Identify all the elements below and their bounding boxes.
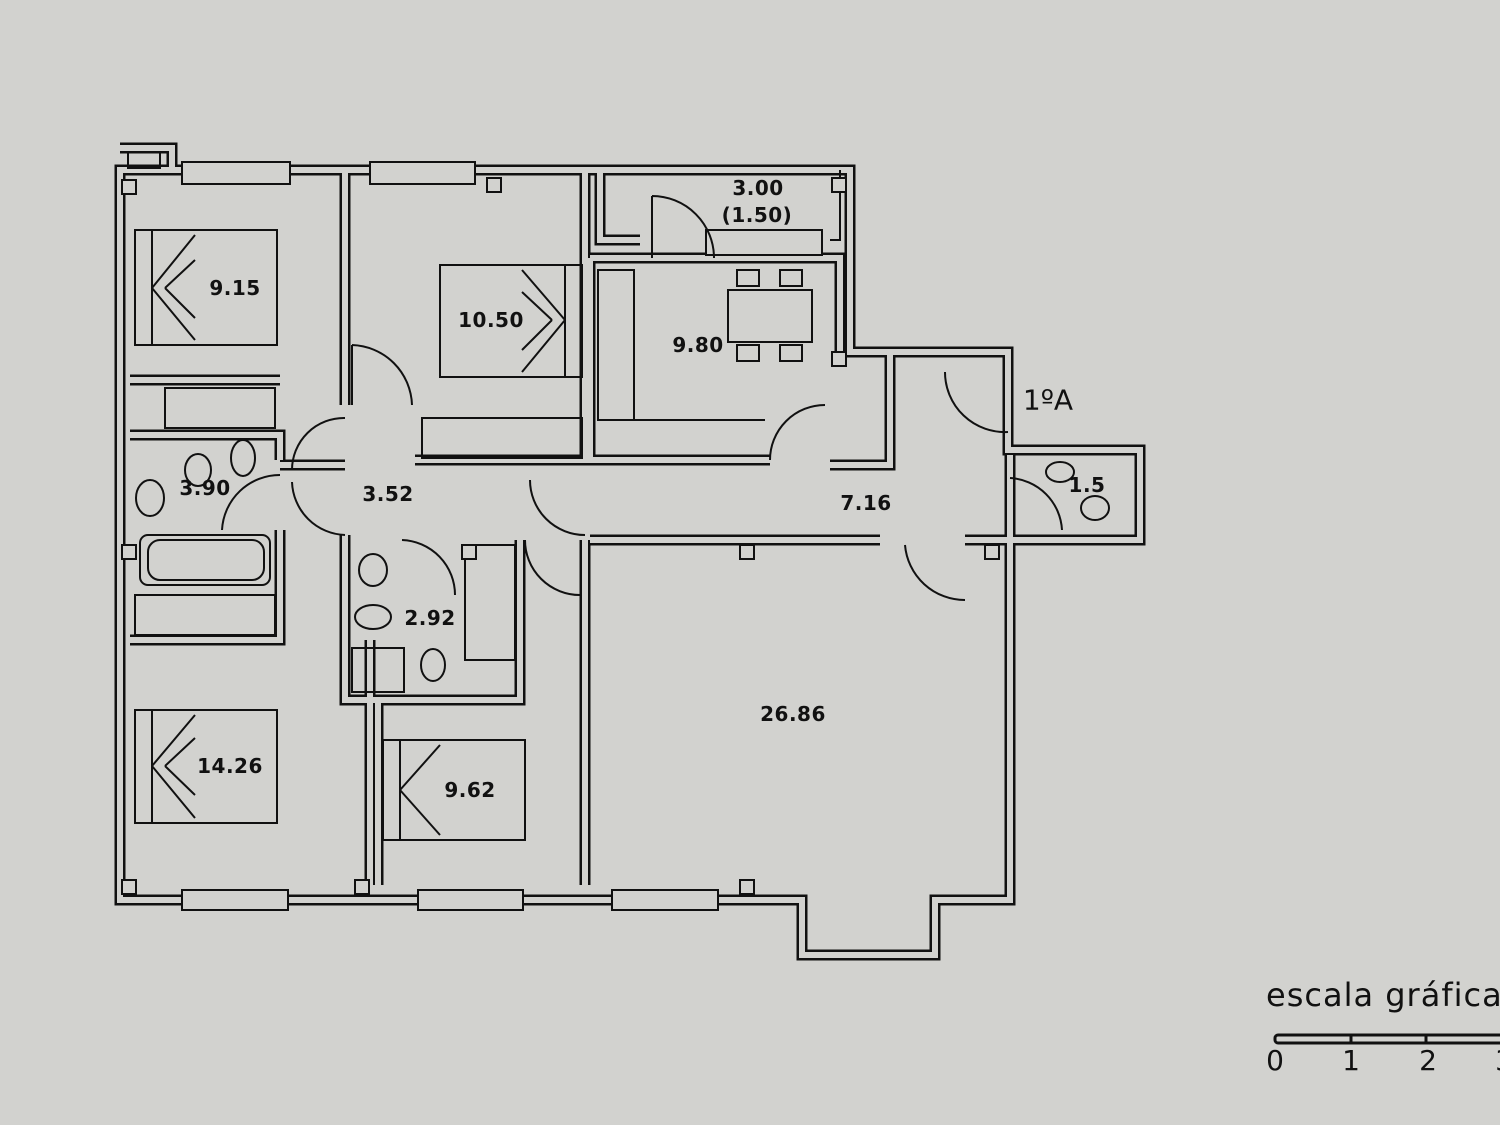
scale-title: escala gráfica xyxy=(1266,976,1500,1014)
room-area-living-room: 26.86 xyxy=(760,702,826,726)
scale-tick: 0 xyxy=(1266,1044,1284,1077)
windows xyxy=(181,161,823,911)
door-arc xyxy=(1009,477,1063,531)
room-area-terrace: 3.00 xyxy=(732,176,784,200)
dining-table-icon xyxy=(727,289,813,343)
bed-icon xyxy=(382,739,526,841)
door-arc xyxy=(291,416,346,471)
shower-icon xyxy=(351,647,405,693)
door-arc xyxy=(943,371,1009,434)
scale-tick: 1 xyxy=(1342,1044,1360,1077)
room-area-bedroom-2: 10.50 xyxy=(458,308,524,332)
room-area-toilet: 1.5 xyxy=(1068,473,1106,497)
bidet-icon xyxy=(354,604,392,630)
bathtub-icon xyxy=(139,534,271,586)
room-area-terrace-secondary: (1.50) xyxy=(721,203,793,227)
door-arc xyxy=(401,539,456,596)
door-arc xyxy=(351,344,413,406)
door-arc xyxy=(221,473,281,531)
structural-columns xyxy=(121,177,1000,895)
sink-icon xyxy=(1045,461,1075,483)
room-area-bathroom-1: 3.90 xyxy=(179,476,231,500)
unit-label: 1ºA xyxy=(1022,383,1074,417)
scale-tick: 3 xyxy=(1495,1044,1500,1077)
sink-icon xyxy=(135,479,165,517)
room-area-bedroom-4: 9.62 xyxy=(444,778,496,802)
bidet-icon xyxy=(230,439,256,477)
bed-icon xyxy=(439,264,583,378)
bed-icon xyxy=(134,229,278,346)
furniture xyxy=(127,151,1110,693)
door-arc xyxy=(291,481,346,536)
door-arc xyxy=(651,195,715,259)
doors xyxy=(221,195,1063,602)
door-arc xyxy=(769,404,826,461)
toilet-icon xyxy=(184,453,212,487)
beds xyxy=(134,229,583,841)
door-arc xyxy=(524,539,581,596)
scale-tick: 2 xyxy=(1419,1044,1437,1077)
room-area-bedroom-3: 14.26 xyxy=(197,754,263,778)
door-arc xyxy=(529,479,586,536)
room-area-hall: 3.52 xyxy=(362,482,414,506)
door-arc xyxy=(904,544,966,602)
sink-icon xyxy=(358,553,388,587)
room-area-bathroom-2: 2.92 xyxy=(404,606,456,630)
toilet-icon xyxy=(1080,495,1110,521)
room-area-bedroom-1: 9.15 xyxy=(209,276,261,300)
kitchen-counter xyxy=(597,269,635,421)
room-area-kitchen: 9.80 xyxy=(672,333,724,357)
room-area-corridor: 7.16 xyxy=(840,491,892,515)
bed-icon xyxy=(134,709,278,824)
scale-bar xyxy=(1273,1033,1500,1045)
toilet-icon xyxy=(420,648,446,682)
